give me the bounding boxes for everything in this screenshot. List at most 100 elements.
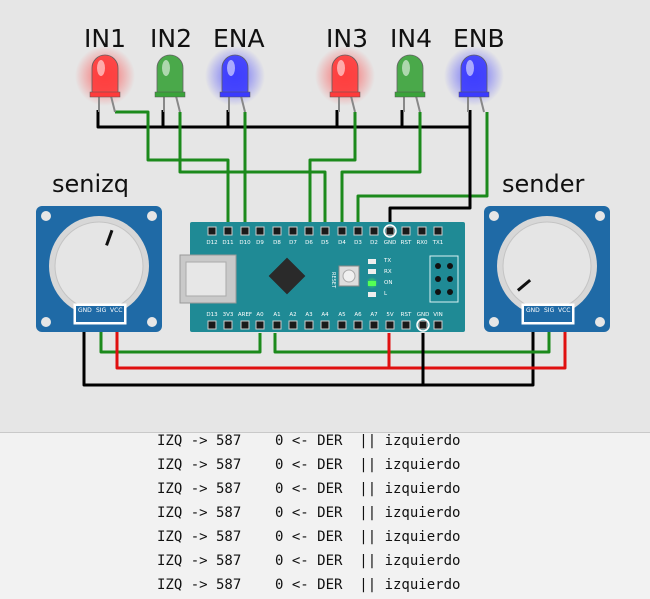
gnd-pin-highlight <box>383 224 397 238</box>
led-enb[interactable] <box>460 54 488 97</box>
wire-in4[interactable] <box>340 112 422 232</box>
potentiometer-left-mount-hole <box>41 317 51 327</box>
arduino-pin-top[interactable] <box>320 226 330 236</box>
arduino-pin-label-top: D10 <box>239 240 251 246</box>
reset-button-cap[interactable] <box>342 269 356 283</box>
potentiometer-right-mount-hole <box>595 211 605 221</box>
arduino-pin-bottom[interactable] <box>369 320 379 330</box>
wire-right-sig[interactable] <box>273 318 551 354</box>
arduino-pin-top[interactable] <box>288 226 298 236</box>
arduino-pin-bottom[interactable] <box>385 320 395 330</box>
led-label-in4: IN4 <box>390 24 432 53</box>
arduino-pin-bottom[interactable] <box>240 320 250 330</box>
led-in3[interactable] <box>331 54 359 97</box>
icsp-pin <box>447 289 453 295</box>
led-ground-bus[interactable] <box>96 110 472 129</box>
arduino-pin-label-bottom: A4 <box>321 312 329 318</box>
arduino-pin-top[interactable] <box>353 226 363 236</box>
arduino-pin-top[interactable] <box>255 226 265 236</box>
led-in1[interactable] <box>91 54 119 97</box>
potentiometer-right-pin-header-inner <box>524 306 572 322</box>
led-in3-highlight <box>337 60 345 76</box>
pot-label-left: senizq <box>52 170 129 198</box>
led-enb-highlight <box>466 60 474 76</box>
wire-pot-vcc[interactable] <box>115 318 567 370</box>
led-in3-base <box>329 91 361 98</box>
arduino-pin-top[interactable] <box>207 226 217 236</box>
arduino-pin-label-bottom: GND <box>417 312 430 318</box>
serial-monitor[interactable]: IZQ -> 587 0 <- DER || izquierdo IZQ -> … <box>0 432 650 599</box>
pot-label-right: sender <box>502 170 585 198</box>
arduino-pin-top[interactable] <box>433 226 443 236</box>
arduino-led-label: RX <box>384 269 392 275</box>
potentiometer-left-pin-header-inner <box>76 306 124 322</box>
led-label-in1: IN1 <box>84 24 126 53</box>
led-label-in2: IN2 <box>150 24 192 53</box>
icsp-header <box>429 255 459 303</box>
potentiometer-left-mount-hole <box>41 211 51 221</box>
led-in4-leg <box>415 95 421 113</box>
icsp-pin <box>435 289 441 295</box>
arduino-pin-bottom[interactable] <box>272 320 282 330</box>
arduino-pin-bottom[interactable] <box>320 320 330 330</box>
arduino-nano[interactable] <box>190 222 465 332</box>
arduino-pin-label-top: D7 <box>289 240 297 246</box>
potentiometer-left-knob[interactable] <box>54 221 144 311</box>
arduino-pin-top[interactable] <box>401 226 411 236</box>
arduino-pin-top[interactable] <box>417 226 427 236</box>
arduino-pin-label-bottom: A2 <box>289 312 296 318</box>
arduino-pin-top[interactable] <box>385 226 395 236</box>
reset-label: RESET <box>330 272 336 289</box>
wire-in3[interactable] <box>308 112 357 232</box>
arduino-pin-label-bottom: 3V3 <box>223 312 234 318</box>
wire-in1[interactable] <box>115 110 230 232</box>
arduino-pin-label-top: D5 <box>321 240 329 246</box>
arduino-pin-top[interactable] <box>337 226 347 236</box>
led-in4[interactable] <box>396 54 424 97</box>
potentiometer-right-knob[interactable] <box>502 221 592 311</box>
icsp-pin <box>435 276 441 282</box>
arduino-pin-bottom[interactable] <box>433 320 443 330</box>
wire-enb[interactable] <box>356 112 489 232</box>
arduino-pin-top[interactable] <box>240 226 250 236</box>
arduino-pin-label-top: D8 <box>273 240 281 246</box>
arduino-pin-bottom[interactable] <box>418 320 428 330</box>
arduino-pin-top[interactable] <box>223 226 233 236</box>
arduino-pin-bottom[interactable] <box>401 320 411 330</box>
wire-gnd-top[interactable] <box>388 127 472 232</box>
arduino-pin-label-top: D4 <box>338 240 346 246</box>
led-in4-highlight <box>402 60 410 76</box>
arduino-pin-label-bottom: A1 <box>273 312 280 318</box>
serial-line: IZQ -> 587 0 <- DER || izquierdo <box>157 457 461 473</box>
led-label-in3: IN3 <box>326 24 368 53</box>
icsp-pin <box>435 263 441 269</box>
led-in2[interactable] <box>156 54 184 97</box>
arduino-pin-label-top: D6 <box>305 240 313 246</box>
power-led <box>368 281 376 286</box>
wire-left-sig[interactable] <box>99 318 262 354</box>
arduino-pin-bottom[interactable] <box>337 320 347 330</box>
arduino-pin-label-top: D3 <box>354 240 362 246</box>
potentiometer-left-indicator <box>105 229 114 246</box>
arduino-pin-top[interactable] <box>304 226 314 236</box>
arduino-pin-label-top: D11 <box>222 240 233 246</box>
arduino-pin-label-bottom: RST <box>401 312 412 318</box>
arduino-pin-bottom[interactable] <box>304 320 314 330</box>
arduino-pin-label-top: D12 <box>206 240 217 246</box>
led-ena[interactable] <box>221 54 249 97</box>
potentiometer-left-mount-hole <box>147 317 157 327</box>
arduino-pin-bottom[interactable] <box>288 320 298 330</box>
arduino-pin-bottom[interactable] <box>223 320 233 330</box>
arduino-pin-label-top: TX1 <box>432 240 444 246</box>
arduino-pin-label-top: RX0 <box>416 240 428 246</box>
wire-in2[interactable] <box>178 112 327 232</box>
led-in2-leg <box>175 95 181 113</box>
arduino-pin-bottom[interactable] <box>255 320 265 330</box>
serial-line: IZQ -> 587 0 <- DER || izquierdo <box>157 529 461 545</box>
arduino-pin-top[interactable] <box>272 226 282 236</box>
arduino-pin-bottom[interactable] <box>353 320 363 330</box>
serial-line: IZQ -> 587 0 <- DER || izquierdo <box>157 505 461 521</box>
arduino-pin-bottom[interactable] <box>207 320 217 330</box>
arduino-pin-top[interactable] <box>369 226 379 236</box>
